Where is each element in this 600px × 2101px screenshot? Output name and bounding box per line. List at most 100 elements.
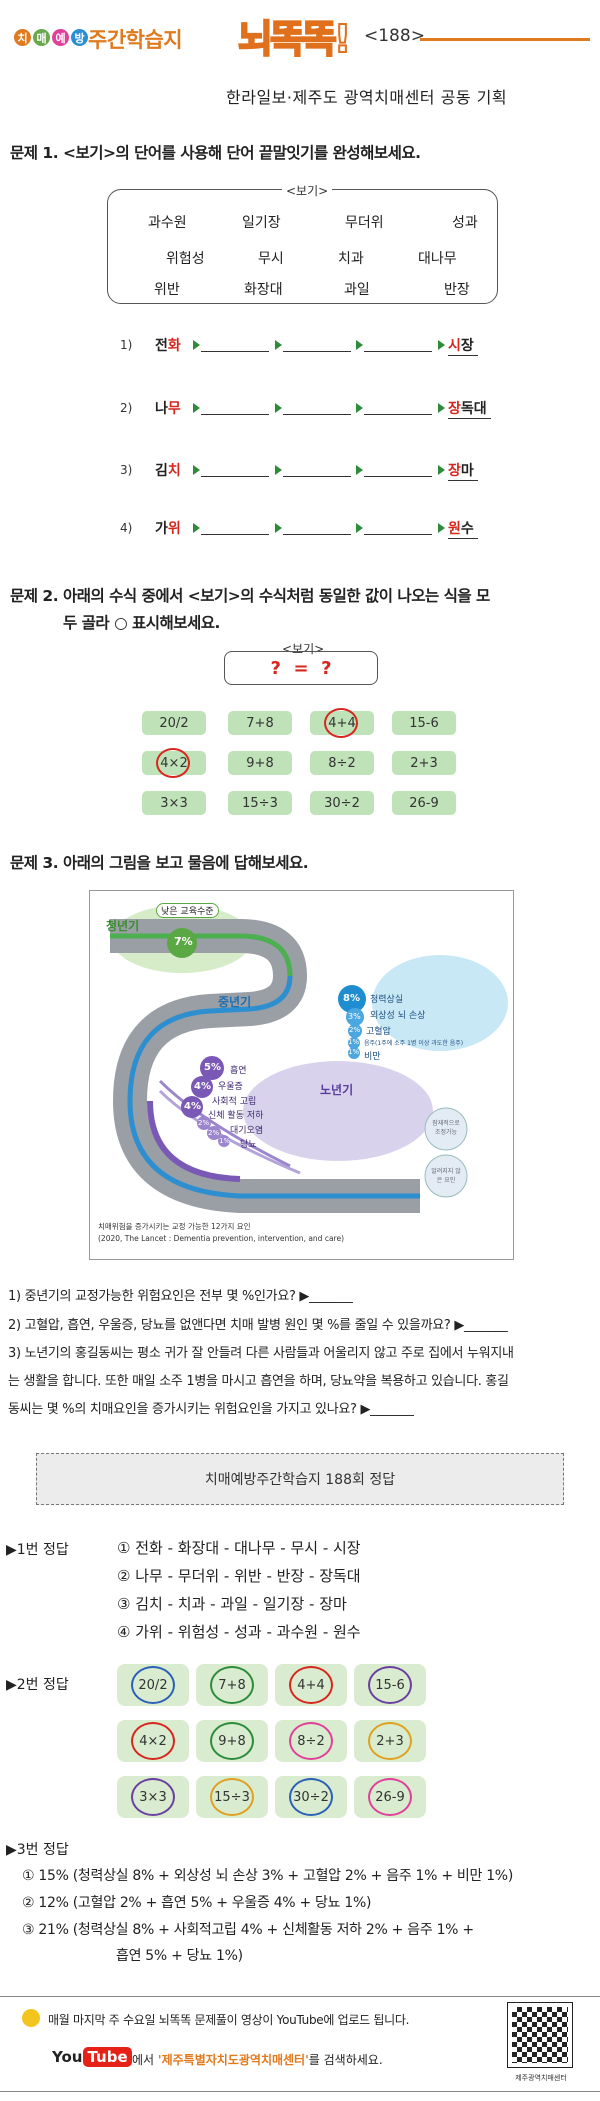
answer-blank[interactable]: [283, 517, 351, 535]
old-bubble: [243, 1061, 433, 1161]
arrow-icon: [193, 465, 200, 475]
answer-cell: 8÷2: [275, 1720, 347, 1762]
word: 위반: [154, 282, 180, 298]
answer-blank[interactable]: [201, 397, 269, 415]
arrow-icon: [275, 465, 282, 475]
road-stripe: [110, 933, 293, 977]
cell-text: 15÷3: [242, 795, 278, 811]
answer-blank[interactable]: [201, 459, 269, 477]
mid-factor: 비만: [364, 1052, 381, 1062]
header-rule: [420, 38, 590, 41]
arrow-icon: [356, 403, 363, 413]
expression-cell[interactable]: 8÷2: [310, 751, 374, 775]
expression-cell[interactable]: 26-9: [392, 791, 456, 815]
mid-bubble: [372, 955, 508, 1051]
word: 일기장: [242, 215, 281, 231]
road-stripe: [147, 1100, 241, 1182]
expression-cell[interactable]: 2+3: [392, 751, 456, 775]
mid-pct: 1%: [348, 1048, 360, 1056]
expression-cell[interactable]: 9+8: [228, 751, 292, 775]
expression-cell[interactable]: 4×2: [142, 748, 206, 778]
answer-circle: 8÷2: [289, 1722, 333, 1760]
answer-circle: 9+8: [210, 1722, 254, 1760]
answer-blank[interactable]: [364, 397, 432, 415]
start-word: 가위: [155, 521, 181, 537]
word: 무더위: [345, 215, 384, 231]
a1-line: ① 전화 - 화장대 - 대나무 - 무시 - 시장: [117, 1539, 361, 1557]
badge-char: 매: [33, 29, 50, 46]
mid-pct: 3%: [348, 1012, 361, 1021]
expression-cell[interactable]: 15-6: [392, 711, 456, 735]
q3-question-2: 2) 고혈압, 흡연, 우울증, 당뇨를 없앤다면 치매 발병 원인 몇 %를 …: [8, 1318, 508, 1333]
qr-code[interactable]: [507, 2002, 573, 2068]
answer-blank[interactable]: [283, 334, 351, 352]
answer-circle: 26-9: [368, 1778, 412, 1816]
answer-blank[interactable]: [364, 459, 432, 477]
old-pct: 1%: [219, 1137, 231, 1145]
expression-cell[interactable]: 20/2: [142, 711, 206, 735]
mid-pct: 8%: [343, 993, 360, 1004]
row-number: 4): [120, 521, 133, 535]
q2-box-label: <보기>: [278, 640, 329, 657]
pct-circle: [181, 1096, 203, 1118]
a1-label: ▶1번 정답: [6, 1542, 69, 1558]
answer-cell: 9+8: [196, 1720, 268, 1762]
pct-circle: [348, 1024, 362, 1038]
expression-cell[interactable]: 7+8: [228, 711, 292, 735]
end-word: 장마: [448, 460, 478, 481]
youtube-tube: Tube: [83, 2047, 132, 2067]
a1-line: ③ 김치 - 치과 - 과일 - 일기장 - 장마: [117, 1595, 347, 1613]
pct-circle: [200, 1056, 224, 1080]
q3-question-1: 1) 중년기의 교정가능한 위험요인은 전부 몇 %인가요? ▶_______: [8, 1289, 353, 1304]
a3-line: ② 12% (고혈압 2% + 흡연 5% + 우울증 4% + 당뇨 1%): [22, 1895, 372, 1911]
a2-label: ▶2번 정답: [6, 1677, 69, 1693]
old-pct: 2%: [198, 1119, 210, 1127]
answer-title: 치매예방주간학습지 188회 정답: [204, 1472, 396, 1488]
mid-pct: 2%: [349, 1026, 361, 1034]
arrow-icon: [275, 340, 282, 350]
side-note: 잠재적으로 조정가능: [432, 1120, 460, 1136]
answer-circle: 15-6: [368, 1666, 412, 1704]
answer-blank[interactable]: [201, 334, 269, 352]
youtube-you: You: [52, 2048, 83, 2066]
pct-circle: [338, 985, 366, 1013]
answer-blank[interactable]: [364, 334, 432, 352]
badge-char: 치: [14, 29, 31, 46]
start-word: 전화: [155, 338, 181, 354]
answer-blank[interactable]: [283, 397, 351, 415]
answer-cell: 20/2: [117, 1664, 189, 1706]
expression-cell[interactable]: 30÷2: [310, 791, 374, 815]
old-pct: 4%: [184, 1101, 201, 1112]
mid-factor: 고혈압: [366, 1027, 391, 1037]
arrow-icon: [356, 340, 363, 350]
arrow-icon: [438, 340, 445, 350]
word: 치과: [338, 251, 364, 267]
old-pct: 2%: [208, 1129, 220, 1137]
cell-text: 15-6: [409, 715, 439, 731]
header-subtitle: 한라일보·제주도 광역치매센터 공동 기획: [226, 88, 508, 107]
expression-cell[interactable]: 3×3: [142, 791, 206, 815]
old-factor: 대기오염: [230, 1126, 264, 1136]
word: 무시: [258, 251, 284, 267]
arrow-icon: [275, 523, 282, 533]
answer-blank[interactable]: [283, 459, 351, 477]
example-equation: ? = ?: [270, 657, 332, 679]
figure-caption: 치매위험을 증가시키는 교정 가능한 12가지 요인: [98, 1222, 251, 1231]
q2-title-line2: 두 골라 ○ 표시해보세요.: [63, 614, 220, 632]
road-stripe: [127, 975, 420, 1199]
chain-row: 2) 나무 장독대: [0, 397, 600, 421]
issue-number: <188>: [364, 26, 425, 46]
a3-label: ▶3번 정답: [6, 1842, 69, 1858]
expression-cell[interactable]: 15÷3: [228, 791, 292, 815]
end-word: 장독대: [448, 398, 491, 419]
answer-blank[interactable]: [201, 517, 269, 535]
a3-line: ③ 21% (청력상실 8% + 사회적고립 4% + 신체활동 저하 2% +…: [22, 1922, 474, 1938]
row-number: 3): [120, 463, 133, 477]
pct-circle: [191, 1076, 213, 1098]
youth-pct: 7%: [174, 935, 193, 948]
answer-cell: 26-9: [354, 1776, 426, 1818]
answer-blank[interactable]: [364, 517, 432, 535]
arrow-icon: [193, 403, 200, 413]
answer-circle: 4×2: [131, 1722, 175, 1760]
expression-cell[interactable]: 4+4: [310, 708, 374, 738]
